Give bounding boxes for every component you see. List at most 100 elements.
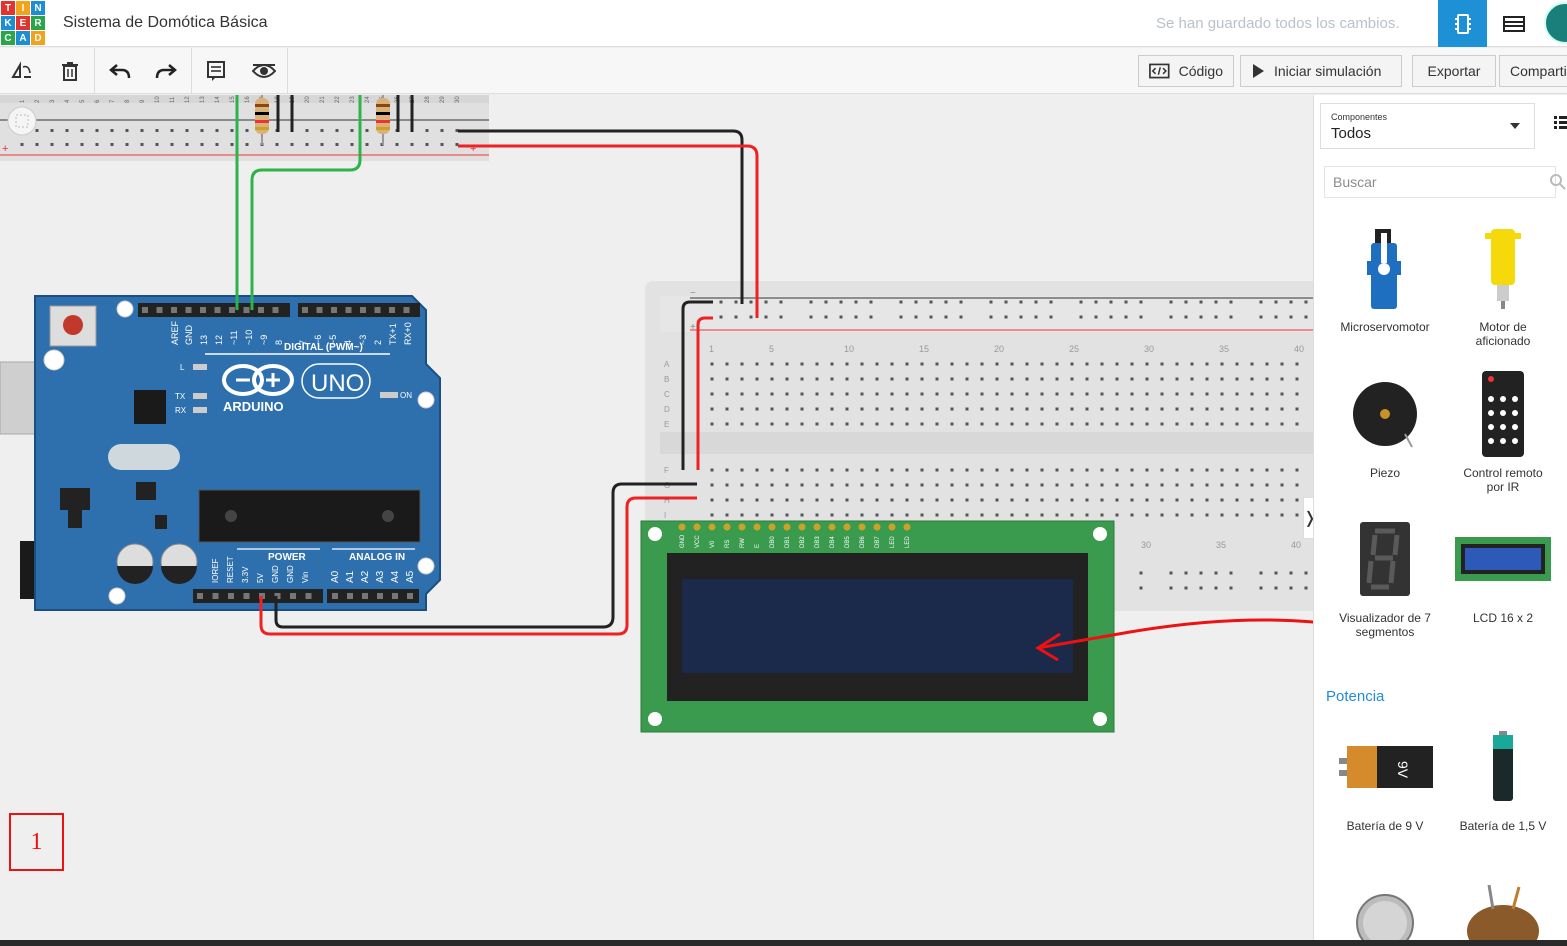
lcd-pin-label: GND	[680, 534, 686, 548]
wire-black-2[interactable]	[681, 300, 713, 470]
component-battery-9v[interactable]: 9V Batería de 9 V	[1326, 719, 1444, 833]
rotate-button[interactable]	[7, 56, 37, 86]
schematic-view-button[interactable]	[1489, 0, 1538, 47]
resistor-1[interactable]	[255, 95, 269, 145]
wire-black-1[interactable]	[458, 129, 744, 304]
logo-letter: T	[1, 1, 15, 15]
components-dropdown[interactable]: Componentes Todos	[1320, 103, 1535, 149]
breadboard-row-letter: F	[664, 466, 669, 475]
start-simulation-button[interactable]: Iniciar simulación	[1240, 55, 1402, 87]
editor-toolbar: Código Iniciar simulación Exportar Compa…	[0, 48, 1567, 94]
breadboard-column-number: 30	[1141, 540, 1151, 550]
code-button-label: Código	[1178, 63, 1223, 79]
arduino-pin-label: ~9	[259, 335, 269, 345]
logo-letter: R	[31, 16, 45, 30]
collapse-panel-button[interactable]: ❭	[1303, 497, 1313, 539]
breadboard-row-letter: H	[664, 496, 670, 505]
delete-button[interactable]	[55, 56, 85, 86]
breadboard-column-number: 3	[50, 99, 56, 103]
breadboard-column-number: 29	[440, 96, 446, 103]
breadboard-column-number: 35	[1219, 344, 1229, 354]
arduino-power-label: POWER	[268, 552, 307, 563]
arduino-pin-label: ~5	[328, 335, 338, 345]
annotation-number-box: 1	[9, 813, 64, 871]
component-potato-battery[interactable]	[1444, 867, 1562, 940]
project-title[interactable]: Sistema de Domótica Básica	[63, 14, 268, 31]
breadboard-column-number: 9	[140, 99, 146, 103]
component-hobby-motor[interactable]: Motor de aficionado	[1444, 220, 1562, 348]
arduino-pin-label: 5V	[256, 573, 265, 583]
component-coin-battery[interactable]	[1326, 867, 1444, 940]
hobby-motor-thumbnail	[1485, 229, 1521, 309]
undo-button[interactable]	[105, 56, 135, 86]
top-breadboard[interactable]: 1234567891011121314151617181920212223242…	[0, 95, 489, 161]
seven-segment-thumbnail	[1360, 522, 1410, 596]
component-battery-1-5v[interactable]: Batería de 1,5 V	[1444, 719, 1562, 833]
logo-letter: K	[1, 16, 15, 30]
lcd-pin-label: LED	[905, 536, 911, 548]
arduino-pin-label: 2	[373, 340, 383, 345]
arduino-pin-label: ~10	[244, 330, 254, 345]
wire-red-1[interactable]	[458, 144, 759, 318]
breadboard-column-number: 16	[245, 96, 251, 103]
wire-black-3[interactable]	[274, 482, 697, 629]
component-label: Batería de 1,5 V	[1459, 819, 1547, 833]
search-icon[interactable]	[1550, 174, 1566, 190]
visibility-button[interactable]	[249, 56, 279, 86]
circuit-view-icon	[1454, 13, 1471, 34]
component-search-input[interactable]	[1324, 166, 1556, 198]
breadboard-column-number: 40	[1294, 344, 1304, 354]
component-lcd-16x2[interactable]: LCD 16 x 2	[1444, 511, 1562, 625]
lcd-pin-label: LED	[890, 536, 896, 548]
circuit-view-button[interactable]	[1438, 0, 1487, 47]
notes-icon	[207, 61, 225, 81]
breadboard-column-number: 25	[1069, 344, 1079, 354]
logo-letter: N	[31, 1, 45, 15]
component-microservo[interactable]: Microservomotor	[1326, 220, 1444, 334]
wire-red-2[interactable]	[696, 316, 713, 470]
logo-letter: E	[16, 16, 30, 30]
list-view-icon[interactable]	[1554, 115, 1567, 129]
component-7-segment[interactable]: Visualizador de 7 segmentos	[1326, 511, 1444, 639]
coin-battery-thumbnail	[1356, 894, 1414, 940]
wire-red-3[interactable]	[259, 496, 697, 636]
lcd-pin-label: DB5	[845, 536, 851, 548]
wire-green-2[interactable]	[250, 95, 362, 310]
toolbar-divider	[94, 48, 95, 94]
lcd-pin-label: DB4	[830, 536, 836, 548]
lcd-pin-label: DB1	[785, 536, 791, 548]
redo-button[interactable]	[151, 56, 181, 86]
svg-text:+: +	[2, 143, 8, 155]
export-button[interactable]: Exportar	[1412, 55, 1496, 87]
arduino-logo	[222, 364, 294, 396]
arduino-analog-label: ANALOG IN	[349, 552, 405, 563]
arduino-pin-label: A3	[375, 570, 386, 583]
arduino-pin-label: 13	[199, 335, 209, 345]
breadboard-column-number: 30	[1144, 344, 1154, 354]
rotate-icon	[11, 61, 31, 78]
breadboard-row-letter: B	[664, 375, 669, 384]
resistor-2[interactable]	[376, 95, 390, 145]
play-icon	[1253, 64, 1264, 78]
share-button[interactable]: Compartir	[1499, 55, 1567, 87]
arduino-pin-label: A5	[405, 570, 416, 583]
breadboard-column-number: 5	[769, 344, 774, 354]
arduino-pin-label: A1	[345, 570, 356, 583]
component-piezo[interactable]: Piezo	[1326, 366, 1444, 480]
breadboard-column-number: 35	[1216, 540, 1226, 550]
lcd-thumbnail	[1455, 537, 1551, 581]
circuit-canvas[interactable]: 1234567891011121314151617181920212223242…	[0, 95, 1313, 940]
code-button[interactable]: Código	[1138, 55, 1234, 87]
delete-icon	[62, 62, 78, 81]
component-ir-remote[interactable]: Control remoto por IR	[1444, 366, 1562, 494]
chevron-down-icon	[1510, 123, 1520, 129]
notes-button[interactable]	[201, 56, 231, 86]
start-simulation-label: Iniciar simulación	[1274, 63, 1382, 79]
breadboard-column-number: 20	[305, 96, 311, 103]
arduino-brand: ARDUINO	[223, 399, 284, 414]
user-avatar[interactable]	[1544, 2, 1567, 44]
arduino-pin-label: GND	[286, 565, 295, 583]
